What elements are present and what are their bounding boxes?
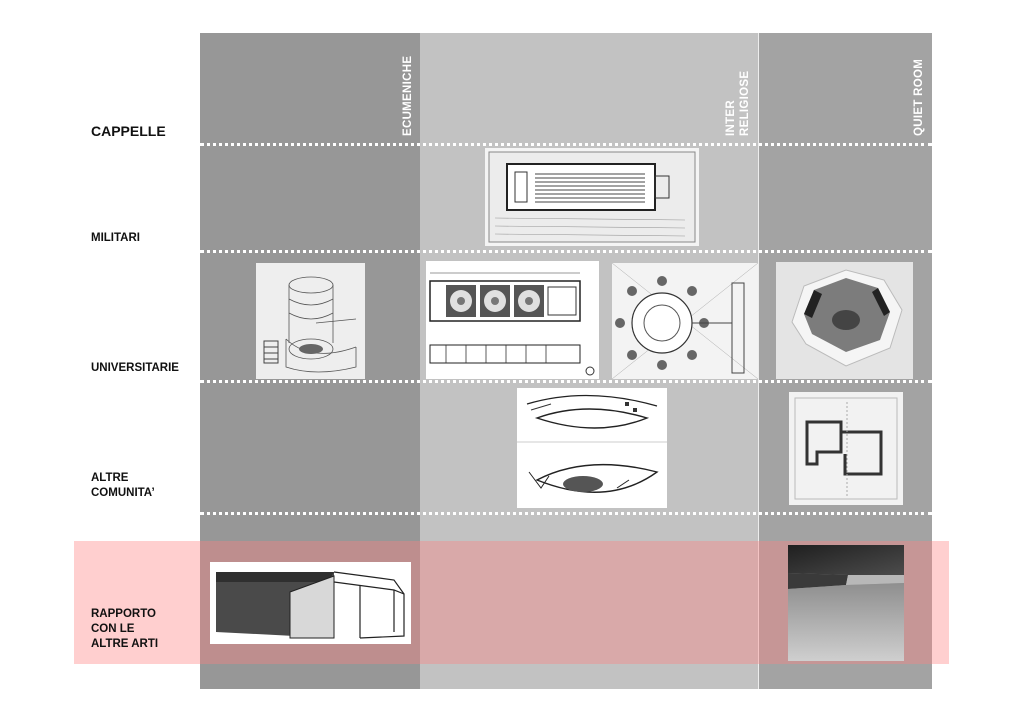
row-label-militari: MILITARI	[91, 232, 140, 244]
military-chapel-plan-image	[485, 148, 699, 246]
quiet-room-plan-image	[789, 392, 903, 505]
community-curved-plans-image	[517, 388, 667, 508]
column-header-ecumeniche: ECUMENICHE	[402, 55, 414, 136]
ecumenical-axonometric-image	[256, 263, 365, 379]
row-divider	[200, 250, 932, 253]
quiet-room-interior-photo	[788, 545, 904, 661]
row-label-cappelle: CAPPELLE	[91, 123, 166, 139]
row-label-rapporto-altre-arti: RAPPORTO CON LE ALTRE ARTI	[91, 608, 159, 650]
row-label-universitarie: UNIVERSITARIE	[91, 362, 179, 374]
quiet-room-octagon-model-image	[776, 262, 913, 379]
university-chapel-ceiling-plan-image	[426, 261, 599, 379]
column-separator	[758, 33, 759, 689]
row-divider	[200, 512, 932, 515]
column-header-interreligiose: INTER RELIGIOSE	[725, 70, 751, 136]
art-installation-sketch-image	[210, 562, 411, 644]
row-label-altre-comunita: ALTRE COMUNITA’	[91, 472, 155, 499]
university-round-plan-image	[612, 263, 758, 379]
column-header-quiet-room: QUIET ROOM	[913, 58, 925, 136]
row-divider	[200, 143, 932, 146]
row-divider	[200, 380, 932, 383]
